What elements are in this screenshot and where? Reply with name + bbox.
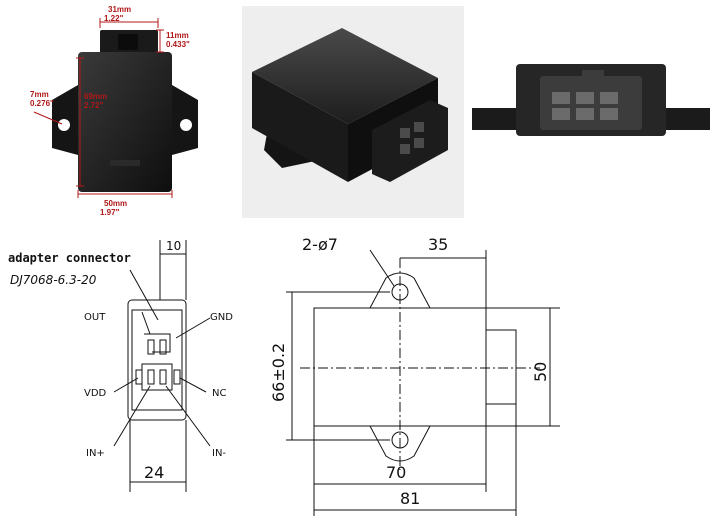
connector-title: adapter connector <box>8 251 131 265</box>
hole-dia-mm: 7mm <box>30 90 49 99</box>
bottom-width-inch: 1.97" <box>100 208 120 217</box>
bottom-width-mm: 50mm <box>104 199 127 208</box>
connector-part-number: DJ7068-6.3-20 <box>10 273 97 287</box>
pin-label-vdd: VDD <box>84 388 107 399</box>
photo-front-view: 31mm 1.22" 11mm 0.433" 7mm 0.276" 69mm 2… <box>30 5 198 217</box>
left-dim-bottom: 24 <box>144 463 164 482</box>
right-dim-left: 66±0.2 <box>269 343 288 402</box>
pin-label-gnd: GND <box>210 312 233 323</box>
hole-spec-label: 2-ø7 <box>302 235 338 254</box>
body-drawing <box>286 249 560 516</box>
photo-end-view <box>472 64 710 136</box>
top-width-inch: 1.22" <box>104 14 124 23</box>
pin-label-in-minus: IN- <box>212 448 226 459</box>
pin-label-out: OUT <box>84 312 106 323</box>
tab-height-inch: 0.433" <box>166 40 190 49</box>
pin-label-in-plus: IN+ <box>86 448 105 459</box>
top-width-mm: 31mm <box>108 5 131 14</box>
body-height-mm: 69mm <box>84 92 107 101</box>
connector-drawing <box>113 240 211 492</box>
photo-perspective-view <box>242 6 464 218</box>
left-dim-top: 10 <box>166 239 181 253</box>
pin-label-nc: NC <box>212 388 226 399</box>
right-dim-top: 35 <box>428 235 448 254</box>
body-height-inch: 2.72" <box>84 101 104 110</box>
right-dim-outer: 81 <box>400 489 420 508</box>
right-dim-right: 50 <box>531 362 550 382</box>
right-dim-inner: 70 <box>386 463 406 482</box>
hole-dia-inch: 0.276" <box>30 99 54 108</box>
tab-height-mm: 11mm <box>166 31 189 40</box>
